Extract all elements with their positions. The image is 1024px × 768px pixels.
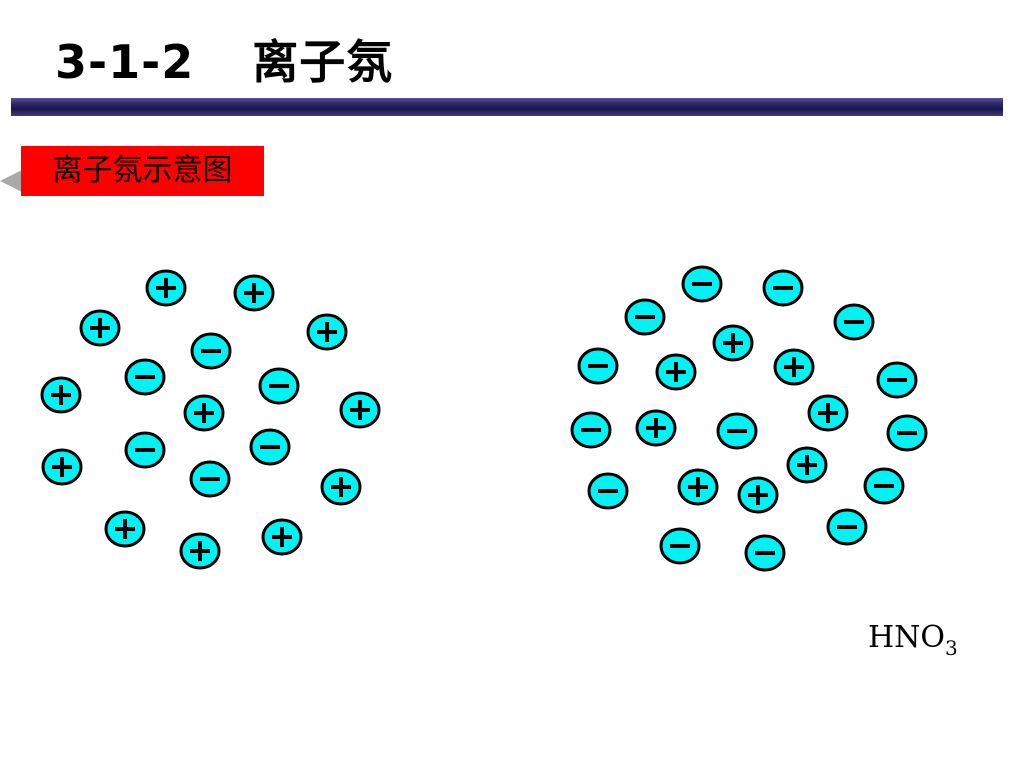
plus-ion-icon	[320, 468, 362, 506]
minus-ion-icon	[744, 534, 786, 572]
plus-ion-icon	[261, 518, 303, 556]
plus-ion-icon	[339, 391, 381, 429]
plus-ion-icon	[233, 274, 275, 312]
plus-ion-icon	[677, 468, 719, 506]
minus-ion-icon	[886, 414, 928, 452]
plus-ion-icon	[179, 532, 221, 570]
plus-ion-icon	[786, 446, 828, 484]
plus-ion-icon	[737, 476, 779, 514]
left-ion-cluster	[40, 269, 381, 570]
minus-ion-icon	[258, 367, 300, 405]
diagram-tag-label: 离子氛示意图	[21, 146, 264, 196]
minus-ion-icon	[876, 361, 918, 399]
plus-ion-icon	[41, 448, 83, 486]
minus-ion-icon	[833, 303, 875, 341]
minus-ion-icon	[124, 431, 166, 469]
title-divider-bar	[11, 98, 1003, 116]
plus-ion-icon	[183, 394, 225, 432]
minus-ion-icon	[577, 347, 619, 385]
section-number: 3-1-2	[55, 35, 195, 89]
minus-ion-icon	[863, 467, 905, 505]
minus-ion-icon	[190, 332, 232, 370]
minus-ion-icon	[681, 265, 723, 303]
minus-ion-icon	[249, 428, 291, 466]
formula-base: HNO	[868, 620, 946, 655]
minus-ion-icon	[659, 527, 701, 565]
plus-ion-icon	[712, 324, 754, 362]
plus-ion-icon	[773, 348, 815, 386]
minus-ion-icon	[716, 412, 758, 450]
minus-ion-icon	[124, 358, 166, 396]
minus-ion-icon	[762, 269, 804, 307]
acid-formula: HNO3	[868, 620, 958, 660]
right-ion-cluster	[570, 265, 928, 572]
minus-ion-icon	[587, 472, 629, 510]
minus-ion-icon	[189, 460, 231, 498]
minus-ion-icon	[624, 298, 666, 336]
plus-ion-icon	[807, 394, 849, 432]
plus-ion-icon	[145, 269, 187, 307]
plus-ion-icon	[79, 309, 121, 347]
slide-title: 3-1-2 离子氛	[55, 26, 393, 92]
minus-ion-icon	[570, 411, 612, 449]
plus-ion-icon	[104, 510, 146, 548]
formula-subscript: 3	[945, 636, 958, 660]
plus-ion-icon	[655, 353, 697, 391]
plus-ion-icon	[306, 313, 348, 351]
plus-ion-icon	[40, 376, 82, 414]
minus-ion-icon	[826, 508, 868, 546]
plus-ion-icon	[635, 409, 677, 447]
title-text: 离子氛	[252, 35, 394, 89]
